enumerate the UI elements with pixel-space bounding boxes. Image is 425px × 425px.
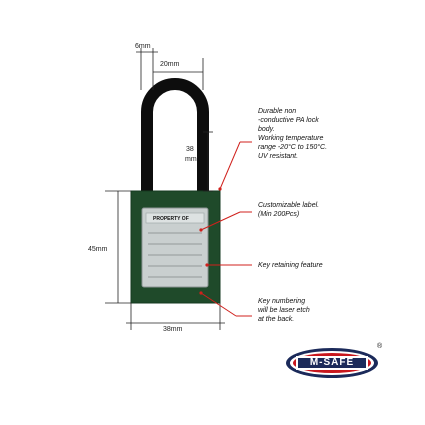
dim-shackle-diameter: 6mm: [135, 43, 151, 50]
m-safe-logo: [286, 348, 378, 378]
callout-dots: [199, 187, 222, 295]
label-plate: [141, 207, 209, 288]
trademark-symbol: ®: [377, 343, 383, 350]
feature-note-key-numbering: Key numbering will be laser etch at the …: [258, 298, 310, 323]
callout-lines: [200, 141, 252, 317]
dim-body-height: 45mm: [88, 246, 108, 253]
m-safe-logo-text: M-SAFE: [309, 357, 355, 368]
dim-body-width: 38mm: [163, 326, 183, 333]
feature-note-material: Durable non -conductive PA lock body. Wo…: [258, 108, 328, 160]
label-writing-lines: [148, 232, 202, 278]
feature-note-label: Customizable label. (Min 200Pcs): [258, 202, 320, 218]
dim-clearance-unit: mm: [185, 156, 197, 163]
feature-note-key-retaining: Key retaining feature: [258, 262, 323, 269]
padlock-shackle: [141, 78, 209, 192]
dim-shackle-width: 20mm: [160, 61, 180, 68]
label-plate-title: PROPERTY OF: [153, 216, 189, 222]
dimension-lines: [105, 48, 225, 330]
dim-clearance-value: 38: [186, 146, 194, 153]
